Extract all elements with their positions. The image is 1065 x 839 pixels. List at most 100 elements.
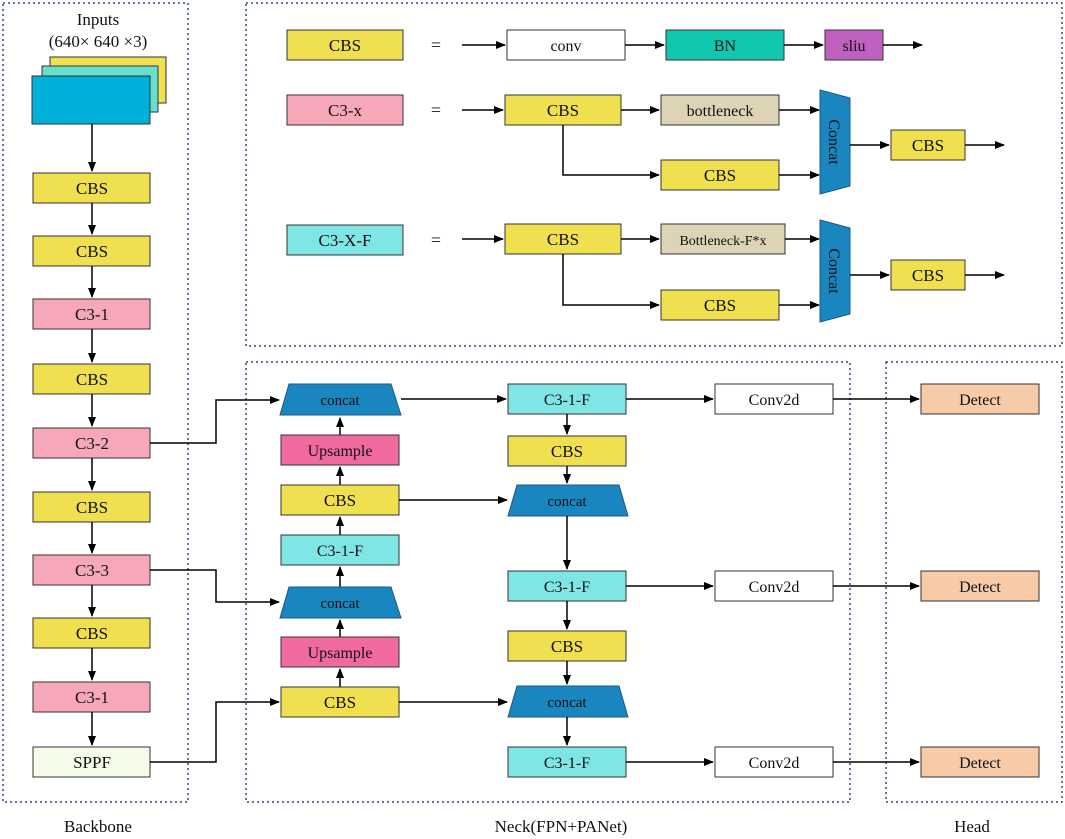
conv2d-block: Conv2d [714, 383, 834, 415]
legend-conv-label: conv [550, 38, 581, 55]
input-image-block [31, 75, 151, 125]
neck-concat-right-1: concat [507, 484, 629, 517]
svg-text:CBS: CBS [76, 370, 108, 389]
detect-block: Detect [920, 570, 1040, 602]
legend-c3xf-cbs-out-label: CBS [912, 266, 944, 285]
inputs-title: Inputs [77, 10, 120, 29]
legend-c3x-label: C3-x [328, 101, 363, 120]
backbone-block-c3-1: C3-1 [32, 298, 151, 330]
connector-c3-3-to-concat [150, 569, 280, 606]
legend-c3xf-label: C3-X-F [319, 231, 372, 250]
backbone-frame [2, 2, 189, 803]
legend-bn-label: BN [714, 38, 737, 55]
neck-c3-1-f-out-1: C3-1-F [507, 383, 627, 415]
svg-text:concat: concat [547, 494, 587, 510]
backbone-block-cbs: CBS [32, 363, 151, 395]
inputs-shape: (640× 640 ×3) [49, 32, 148, 51]
neck-right-column: C3-1-F CBS concat C3-1-F CBS concat [507, 383, 629, 778]
legend-c3xf-cbs-b-label: CBS [704, 296, 736, 315]
head-label: Head [954, 817, 990, 836]
legend-c3xf-cbs-a-label: CBS [547, 230, 579, 249]
connector-sppf-to-cbs [150, 698, 280, 763]
svg-text:C3-1: C3-1 [75, 305, 109, 324]
legend-equals-1: = [431, 35, 441, 55]
neck-left-column: concat Upsample CBS C3-1-F concat Upsamp… [279, 383, 402, 718]
svg-text:C3-1-F: C3-1-F [544, 392, 590, 409]
legend-sliu-label: sliu [842, 38, 865, 55]
legend-c3x-bottleneck [660, 94, 780, 126]
svg-text:C3-1: C3-1 [75, 688, 109, 707]
svg-text:CBS: CBS [76, 242, 108, 261]
legend-c3x-cbs-out-label: CBS [912, 136, 944, 155]
conv2d-block: Conv2d [714, 570, 834, 602]
legend-c3x-concat-label: Concat [825, 119, 842, 165]
legend-equals-3: = [431, 230, 441, 250]
legend-c3x-bottleneck-label: bottleneck [687, 103, 754, 120]
legend-cbs-label: CBS [329, 36, 361, 55]
backbone-block-cbs: CBS [32, 235, 151, 267]
svg-text:CBS: CBS [324, 693, 356, 712]
legend-c3x-cbs-b [660, 159, 780, 191]
legend-cbs-box [286, 29, 404, 61]
detect-block: Detect [920, 383, 1040, 415]
legend-c3x-cbs-a-label: CBS [547, 101, 579, 120]
svg-text:C3-3: C3-3 [75, 561, 109, 580]
svg-text:CBS: CBS [76, 498, 108, 517]
neck-c3-1-f-left: C3-1-F [280, 534, 400, 566]
svg-text:C3-1-F: C3-1-F [317, 543, 363, 560]
svg-text:concat: concat [547, 695, 587, 711]
legend-c3xf-cbs-out [890, 259, 966, 291]
legend-c3xf-concat [819, 219, 851, 323]
backbone-block-c3-2: C3-2 [32, 427, 151, 459]
backbone-block-c3-3: C3-3 [32, 554, 151, 586]
backbone-block-cbs: CBS [32, 172, 151, 204]
backbone-block-cbs: CBS [32, 617, 151, 649]
legend-c3x-cbs-out [890, 129, 966, 161]
legend-c3x-box [286, 94, 404, 126]
legend-equals-2: = [431, 100, 441, 120]
svg-text:CBS: CBS [324, 491, 356, 510]
svg-text:C3-1-F: C3-1-F [544, 579, 590, 596]
neck-cbs-right-2: CBS [507, 630, 627, 662]
svg-text:CBS: CBS [551, 637, 583, 656]
legend-c3x-cbs-b-label: CBS [704, 166, 736, 185]
neck-label: Neck(FPN+PANet) [495, 817, 628, 836]
neck-c3-1-f-out-3: C3-1-F [507, 746, 627, 778]
backbone-column: CBS CBS C3-1 CBS C3-2 CBS C3-3 [32, 172, 151, 778]
legend-conv-box [506, 29, 626, 61]
neck-cbs-right-1: CBS [507, 435, 627, 467]
legend-c3x-cbs-a [504, 94, 622, 126]
svg-text:C3-2: C3-2 [75, 434, 109, 453]
svg-text:concat: concat [320, 393, 360, 409]
legend-frame [245, 2, 1063, 347]
neck-cbs-upper: CBS [280, 484, 400, 516]
svg-text:Detect: Detect [959, 579, 1001, 596]
legend-c3xf-cbs-b [660, 289, 780, 321]
connector-c3-2-to-concat [150, 396, 280, 444]
svg-text:Upsample: Upsample [308, 645, 373, 662]
legend-c3xf-cbs-a [504, 223, 622, 255]
conv2d-block: Conv2d [714, 746, 834, 778]
neck-upsample-bottom: Upsample [280, 636, 400, 668]
detect-block: Detect [920, 746, 1040, 778]
legend-c3xf-bottleneck-label: Bottleneck-F*x [679, 234, 766, 249]
legend-bn-box [665, 29, 785, 61]
neck-upsample-top: Upsample [280, 434, 400, 466]
neck-cbs-lower: CBS [280, 686, 400, 718]
legend-c3x-concat [819, 89, 851, 195]
svg-text:CBS: CBS [76, 624, 108, 643]
backbone-block-cbs: CBS [32, 491, 151, 523]
svg-text:C3-1-F: C3-1-F [544, 755, 590, 772]
head-frame [885, 361, 1063, 803]
svg-text:CBS: CBS [551, 442, 583, 461]
neck-c3-1-f-out-2: C3-1-F [507, 570, 627, 602]
svg-text:Upsample: Upsample [308, 443, 373, 460]
svg-text:Detect: Detect [959, 392, 1001, 409]
svg-text:Conv2d: Conv2d [749, 579, 800, 596]
legend-c3xf-concat-label: Concat [825, 248, 842, 294]
neck-concat-middle: concat [279, 586, 402, 619]
neck-concat-top: concat [279, 383, 402, 416]
backbone-block-c3-1: C3-1 [32, 681, 151, 713]
svg-text:Detect: Detect [959, 755, 1001, 772]
